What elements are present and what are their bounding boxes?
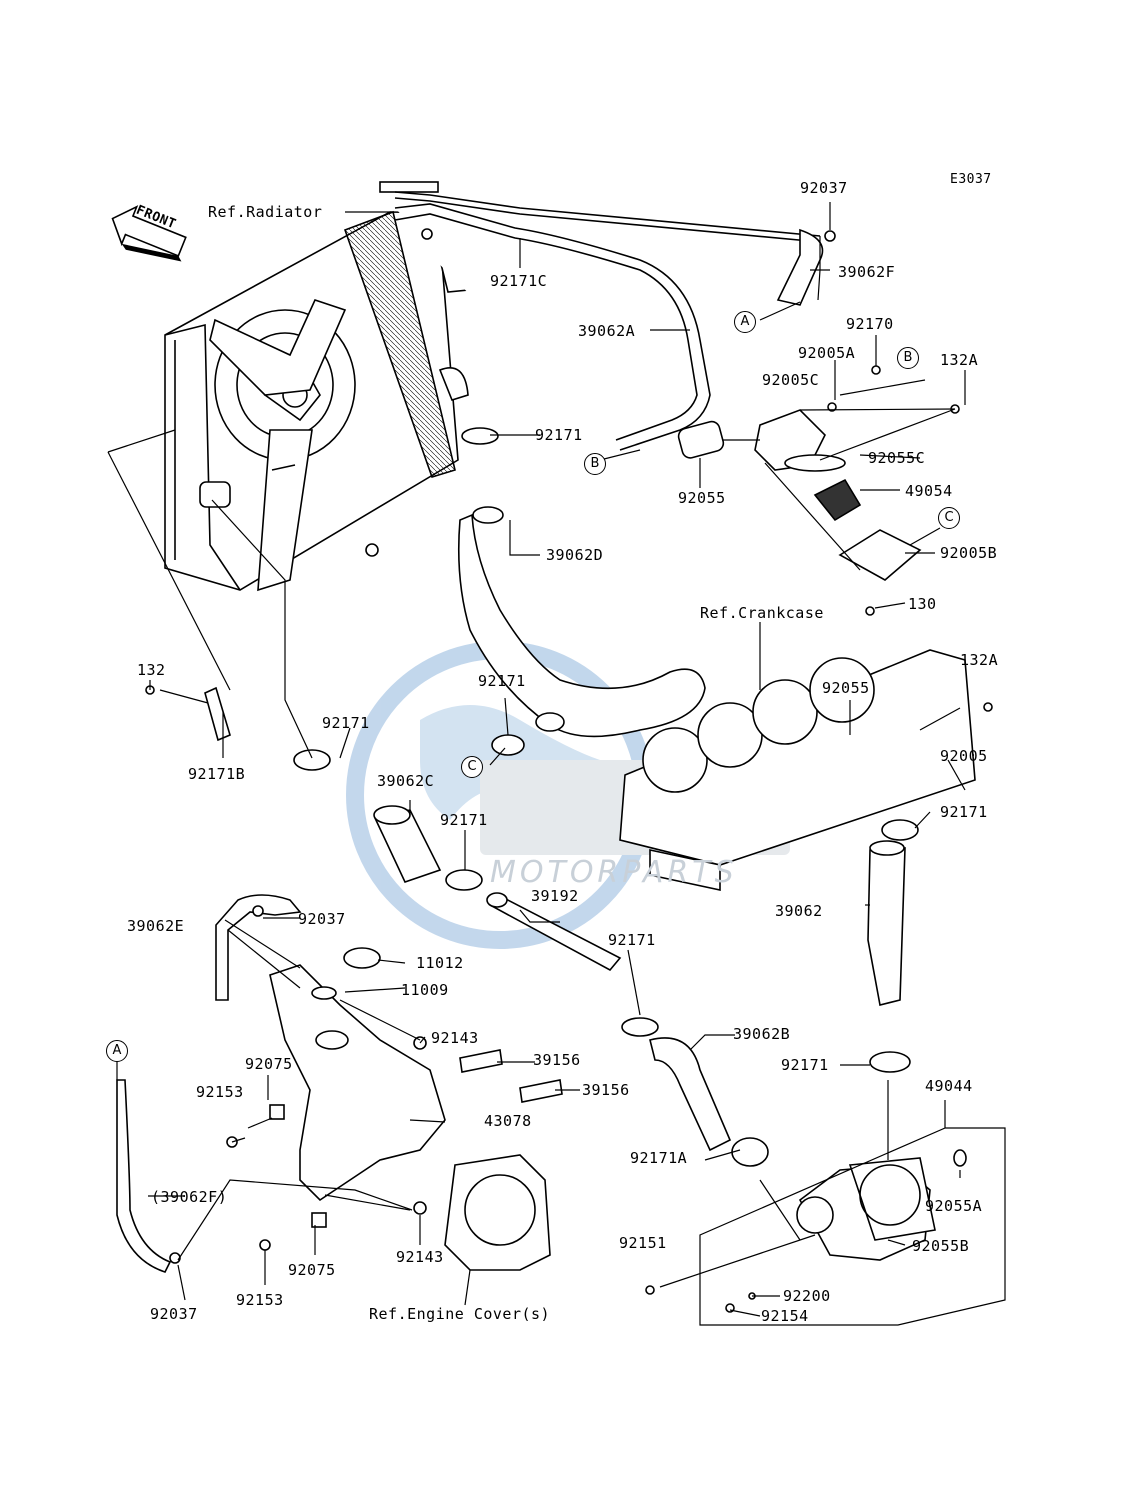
part-label-39062D: 39062D: [546, 546, 604, 564]
reservoir-tank-drawing: [226, 947, 563, 1251]
ref-crankcase-label: Ref.Crankcase: [700, 604, 824, 622]
part-label-92170: 92170: [846, 315, 894, 333]
part-label-49044: 49044: [925, 1077, 973, 1095]
ref-radiator-label: Ref.Radiator: [208, 203, 323, 221]
part-label-39062B: 39062B: [733, 1025, 791, 1043]
part-label-132A-mid: 132A: [960, 651, 999, 669]
part-label-92037-top: 92037: [800, 179, 848, 197]
part-label-39062F: 39062F: [838, 263, 896, 281]
part-label-11009: 11009: [401, 981, 449, 999]
part-label-92153-bot: 92153: [236, 1291, 284, 1309]
callout-b-top: B: [897, 347, 919, 369]
callout-c-mid: C: [461, 756, 483, 778]
part-label-92005B: 92005B: [940, 544, 998, 562]
part-label-39062: 39062: [775, 902, 823, 920]
part-label-39156-1: 39156: [533, 1051, 581, 1069]
part-label-92171-1: 92171: [535, 426, 583, 444]
part-label-92171-5: 92171: [940, 803, 988, 821]
water-pump-drawing: [645, 1149, 967, 1313]
part-label-92171-2: 92171: [478, 672, 526, 690]
part-label-92171-7: 92171: [781, 1056, 829, 1074]
part-label-92143-top: 92143: [431, 1029, 479, 1047]
part-label-92154: 92154: [761, 1307, 809, 1325]
callout-b-mid: B: [584, 453, 606, 475]
part-label-92005A: 92005A: [798, 344, 856, 362]
radiator-drawing: [164, 181, 469, 592]
front-arrow-icon: [111, 205, 187, 262]
part-label-39192: 39192: [531, 887, 579, 905]
part-label-39062C: 39062C: [377, 772, 435, 790]
part-label-92171A: 92171A: [630, 1149, 688, 1167]
callout-a-top: A: [734, 311, 756, 333]
part-label-92055C: 92055C: [868, 449, 926, 467]
part-label-92171B: 92171B: [188, 765, 246, 783]
callout-c-top: C: [938, 507, 960, 529]
part-label-92037-mid: 92037: [298, 910, 346, 928]
engine-cover-drawing: [444, 1154, 551, 1271]
part-label-92143-bot: 92143: [396, 1248, 444, 1266]
part-label-130: 130: [908, 595, 937, 613]
watermark-subtitle: MOTORPARTS: [490, 855, 738, 890]
diagram-code: E3037: [950, 172, 992, 187]
part-label-92055-top: 92055: [678, 489, 726, 507]
part-label-39062E: 39062E: [127, 917, 185, 935]
cylinder-head-drawing: [619, 649, 976, 891]
part-label-39156-2: 39156: [582, 1081, 630, 1099]
part-label-39062A: 39062A: [578, 322, 636, 340]
hose-clamps-drawing: [169, 228, 919, 1264]
part-label-49054: 49054: [905, 482, 953, 500]
part-label-39062F-paren: (39062F): [151, 1188, 228, 1206]
part-label-92005: 92005: [940, 747, 988, 765]
part-label-92171-6: 92171: [608, 931, 656, 949]
part-label-92075-bot: 92075: [288, 1261, 336, 1279]
callout-a-bot: A: [106, 1040, 128, 1062]
part-label-132A-top: 132A: [940, 351, 979, 369]
part-label-92200: 92200: [783, 1287, 831, 1305]
part-label-11012: 11012: [416, 954, 464, 972]
part-label-92151: 92151: [619, 1234, 667, 1252]
part-label-132: 132: [137, 661, 166, 679]
part-label-43078: 43078: [484, 1112, 532, 1130]
part-label-92055-mid: 92055: [822, 679, 870, 697]
part-label-92171-4: 92171: [440, 811, 488, 829]
leader-lines: [107, 202, 1006, 1326]
part-label-92153-top: 92153: [196, 1083, 244, 1101]
part-label-92005C: 92005C: [762, 371, 820, 389]
part-label-92037-bot: 92037: [150, 1305, 198, 1323]
part-label-92075-top: 92075: [245, 1055, 293, 1073]
part-label-92171C: 92171C: [490, 272, 548, 290]
hoses-drawing: [116, 191, 906, 1273]
ref-engine-cover-label: Ref.Engine Cover(s): [369, 1305, 551, 1323]
part-label-92171-3: 92171: [322, 714, 370, 732]
part-label-92055A: 92055A: [925, 1197, 983, 1215]
part-label-92055B: 92055B: [912, 1237, 970, 1255]
